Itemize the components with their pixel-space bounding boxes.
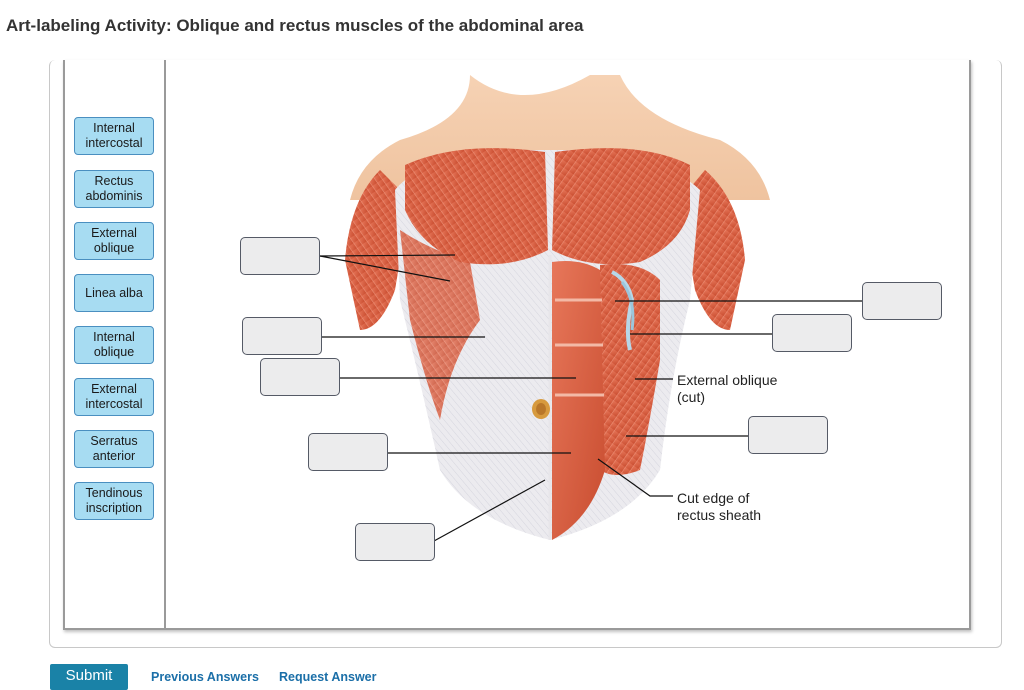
chip-label: Tendinous inscription <box>85 486 143 515</box>
drop-target-2[interactable] <box>242 317 322 355</box>
chip-internal-oblique[interactable]: Internal oblique <box>74 326 154 364</box>
chip-label: External intercostal <box>85 382 143 411</box>
drop-target-5[interactable] <box>355 523 435 561</box>
page-title: Art-labeling Activity: Oblique and rectu… <box>6 16 584 35</box>
chip-rectus-abdominis[interactable]: Rectus abdominis <box>74 170 154 208</box>
chip-tendinous-inscription[interactable]: Tendinous inscription <box>74 482 154 520</box>
activity-canvas-frame <box>63 60 971 630</box>
chip-linea-alba[interactable]: Linea alba <box>74 274 154 312</box>
drop-target-3[interactable] <box>260 358 340 396</box>
submit-button[interactable]: Submit <box>50 664 128 690</box>
drop-target-8[interactable] <box>748 416 828 454</box>
label-cut-edge-rectus-sheath: Cut edge of rectus sheath <box>677 490 762 523</box>
chip-label: External oblique <box>91 226 137 255</box>
chip-label: Rectus abdominis <box>85 174 143 203</box>
chip-serratus-anterior[interactable]: Serratus anterior <box>74 430 154 468</box>
label-external-oblique-cut: External oblique (cut) <box>677 372 778 405</box>
chip-label: Serratus anterior <box>90 434 138 463</box>
activity-outer-frame <box>49 60 1002 648</box>
previous-answers-link[interactable]: Previous Answers <box>151 670 259 684</box>
drop-target-6[interactable] <box>862 282 942 320</box>
chip-internal-intercostal[interactable]: Internal intercostal <box>74 117 154 155</box>
request-answer-link[interactable]: Request Answer <box>279 670 377 684</box>
chip-label: Linea alba <box>85 285 143 300</box>
chip-label: Internal intercostal <box>85 121 143 150</box>
chip-external-oblique[interactable]: External oblique <box>74 222 154 260</box>
word-bank-divider <box>164 60 166 630</box>
drop-target-4[interactable] <box>308 433 388 471</box>
torso-muscle-illustration <box>319 75 862 542</box>
chip-external-intercostal[interactable]: External intercostal <box>74 378 154 416</box>
chip-label: Internal oblique <box>93 330 135 359</box>
drop-target-7[interactable] <box>772 314 852 352</box>
drop-target-1[interactable] <box>240 237 320 275</box>
